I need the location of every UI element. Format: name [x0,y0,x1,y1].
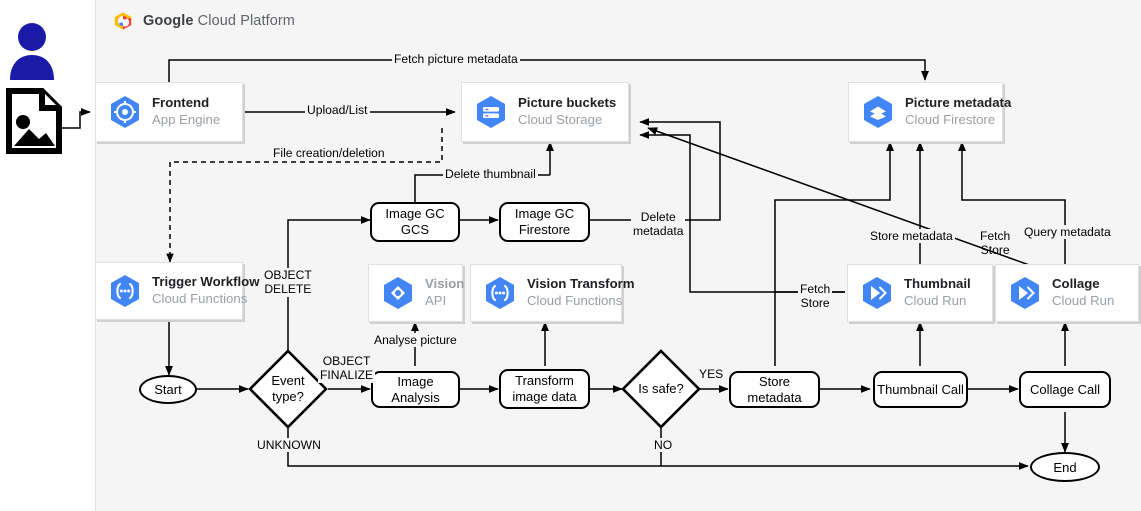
service-subtitle: API [425,293,447,308]
gcp-title-rest: Cloud Platform [193,13,295,29]
image-file-icon [6,88,62,154]
node-start[interactable]: Start [139,375,197,404]
edge-label-object-delete: OBJECT DELETE [262,268,314,297]
edge-label-no: NO [652,438,675,453]
edge-label-fetch-store-right: Fetch Store [980,229,1011,258]
edge-label-analyse-picture: Analyse picture [372,333,459,348]
node-image-gc-firestore[interactable]: Image GC Firestore [499,202,590,242]
edge-label-fetch-picture-metadata: Fetch picture metadata [392,52,520,67]
service-title: Collage [1052,276,1100,292]
service-card-frontend[interactable]: Frontend App Engine [95,82,256,155]
cloud-run-icon [863,277,891,309]
service-card-thumbnail[interactable]: Thumbnail Cloud Run [847,264,993,322]
service-title: Picture metadata [905,95,1012,111]
service-subtitle: App Engine [152,112,221,127]
edge-label-fetch-store-left: Fetch Store [798,282,833,311]
gcp-title: Google Cloud Platform [143,13,295,29]
edge-label-file-creation-deletion: File creation/deletion [271,146,387,161]
gcp-title-bold: Google [143,13,194,29]
service-subtitle: Cloud Run [1052,293,1115,308]
node-image-analysis[interactable]: Image Analysis [371,371,460,408]
vision-api-icon [384,277,412,309]
edge-label-unknown: UNKNOWN [255,438,323,453]
edge-label-delete-thumbnail: Delete thumbnail [443,167,538,182]
node-collage-call[interactable]: Collage Call [1019,371,1111,408]
service-subtitle: Cloud Run [904,293,967,308]
node-is-safe-label: Is safe? [638,381,684,397]
edge-label-object-finalize: OBJECT FINALIZE [318,354,376,383]
service-title: Picture buckets [518,95,617,111]
google-cloud-logo-icon [114,12,132,30]
service-title: Vision Transform [527,276,635,292]
node-is-safe[interactable]: Is safe? [621,349,701,429]
firestore-icon [864,96,892,128]
edge-label-upload-list: Upload/List [305,103,370,118]
edge-label-query-metadata: Query metadata [1022,225,1113,240]
edge-label-yes: YES [697,367,726,382]
gcp-header: Google Cloud Platform [112,10,295,32]
cloud-functions-icon [111,275,139,307]
service-subtitle: Cloud Functions [152,291,248,306]
node-transform-image-data[interactable]: Transform image data [499,369,590,409]
user-person-icon [10,23,54,80]
node-event-type-label: Event type? [271,373,305,404]
decision-diamond [248,349,328,429]
node-end[interactable]: End [1030,452,1100,482]
cloud-functions-icon [486,277,514,309]
actor-person [4,18,60,80]
node-event-type[interactable]: Event type? [248,349,328,429]
service-card-collage[interactable]: Collage Cloud Run [995,264,1139,322]
edge-label-store-metadata: Store metadata [868,229,955,244]
node-store-metadata[interactable]: Store metadata [729,371,820,408]
service-title: Thumbnail [904,276,971,292]
service-subtitle: Cloud Storage [518,112,603,127]
service-title: Trigger Workflow [152,274,260,290]
actor-image-file [6,88,62,154]
cloud-storage-icon [477,96,505,128]
service-title: Vision [425,276,465,292]
service-card-vision-api[interactable]: Vision API [368,264,465,322]
service-title: Frontend [152,95,210,111]
service-card-picture-metadata[interactable]: Picture metadata Cloud Firestore [848,82,1011,142]
node-image-gc-gcs[interactable]: Image GC GCS [370,202,460,242]
service-subtitle: Cloud Functions [527,293,623,308]
service-card-trigger-workflow[interactable]: Trigger Workflow Cloud Functions [95,262,259,333]
service-card-picture-buckets[interactable]: Picture buckets Cloud Storage [461,82,642,155]
node-thumbnail-call[interactable]: Thumbnail Call [873,371,968,408]
decision-diamond [621,349,701,429]
edge-label-delete-metadata: Delete metadata [631,210,686,239]
service-subtitle: Cloud Firestore [905,112,996,127]
service-card-vision-transform[interactable]: Vision Transform Cloud Functions [470,264,634,322]
cloud-run-icon [1011,277,1039,309]
app-engine-icon [111,96,139,128]
